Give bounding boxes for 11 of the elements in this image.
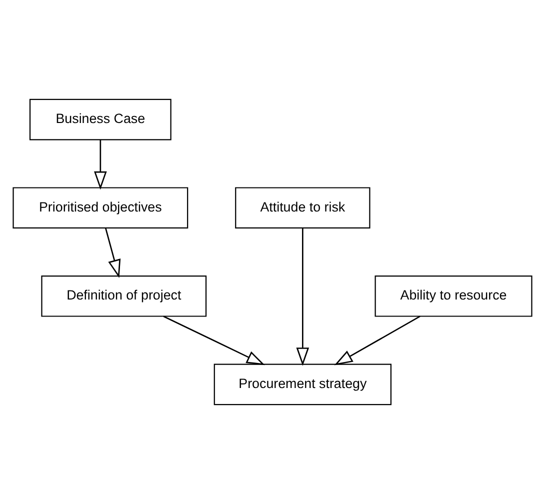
node-box: Ability to resource (374, 274, 532, 316)
node-box: Attitude to risk (235, 186, 370, 228)
arrow (104, 227, 121, 278)
arrow (163, 315, 265, 365)
arrow (94, 139, 107, 190)
node-box: Prioritised objectives (12, 186, 188, 228)
node-box: Procurement strategy (214, 363, 392, 405)
node-box: Business Case (29, 98, 172, 140)
arrow (334, 315, 420, 365)
node-box: Definition of project (41, 274, 207, 316)
arrow (296, 228, 310, 366)
